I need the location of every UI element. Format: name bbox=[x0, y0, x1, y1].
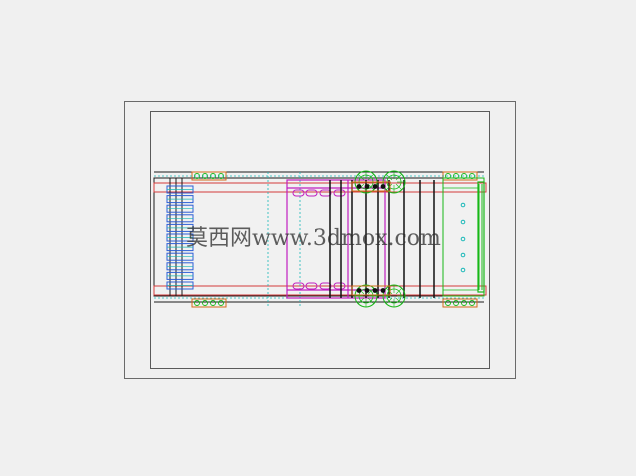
bolt-circle bbox=[210, 300, 216, 306]
magenta-slot-row bbox=[292, 189, 346, 290]
bolt-circle bbox=[445, 300, 451, 306]
vertical-rollers bbox=[329, 180, 435, 298]
bolt-circle bbox=[218, 300, 224, 306]
magenta-slot bbox=[333, 189, 346, 197]
magenta-slot bbox=[319, 282, 332, 290]
marker-dot bbox=[460, 252, 466, 258]
gear-spoke bbox=[367, 174, 374, 181]
gear-spoke bbox=[386, 183, 393, 190]
bolt-circle bbox=[469, 300, 475, 306]
bolt-circle bbox=[194, 300, 200, 306]
blue-block-stack bbox=[166, 185, 194, 290]
hub-bolt bbox=[356, 288, 362, 293]
marker-dot bbox=[460, 202, 466, 208]
gear-spoke bbox=[367, 288, 374, 295]
magenta-slot bbox=[333, 282, 346, 290]
magenta-slot bbox=[292, 282, 305, 290]
bolt-circle bbox=[202, 300, 208, 306]
marker-dot bbox=[460, 219, 466, 225]
magenta-slot bbox=[319, 189, 332, 197]
magenta-slot bbox=[292, 189, 305, 197]
gear-spoke bbox=[395, 183, 402, 190]
marker-dot bbox=[460, 267, 466, 273]
hub-bolt bbox=[356, 184, 362, 189]
hub-box bbox=[351, 181, 391, 192]
gear-spoke bbox=[395, 297, 402, 304]
bracket-box bbox=[191, 298, 227, 308]
inner-drawing-border bbox=[150, 111, 490, 369]
gear-spoke bbox=[358, 297, 365, 304]
gear-spoke bbox=[358, 174, 365, 181]
cyan-marker-dots bbox=[460, 202, 466, 273]
hub-box bbox=[351, 285, 391, 296]
bolt-circle bbox=[461, 300, 467, 306]
marker-dot bbox=[460, 236, 466, 242]
hub-bolt bbox=[364, 184, 370, 189]
hub-bolt bbox=[380, 288, 386, 293]
hub-bolt bbox=[364, 288, 370, 293]
bracket-box bbox=[442, 298, 478, 308]
gear-spoke bbox=[386, 297, 393, 304]
right-end-section bbox=[442, 177, 485, 297]
gear-spoke bbox=[367, 297, 374, 304]
outer-sheet-frame bbox=[124, 101, 516, 379]
gear-spoke bbox=[386, 174, 393, 181]
green-gear-assemblies bbox=[351, 170, 406, 308]
gear-spoke bbox=[395, 174, 402, 181]
hub-bolt bbox=[372, 184, 378, 189]
magenta-slot bbox=[305, 282, 318, 290]
bolt-circle bbox=[453, 300, 459, 306]
gear-spoke bbox=[386, 288, 393, 295]
watermark: 莫西网www.3dmox.com bbox=[186, 226, 441, 251]
gear-spoke bbox=[367, 183, 374, 190]
hub-bolt bbox=[380, 184, 386, 189]
left-posts bbox=[169, 178, 183, 296]
conveyor-machine-plan bbox=[153, 170, 487, 308]
magenta-slot bbox=[305, 189, 318, 197]
gear-spoke bbox=[395, 288, 402, 295]
hub-bolt bbox=[372, 288, 378, 293]
